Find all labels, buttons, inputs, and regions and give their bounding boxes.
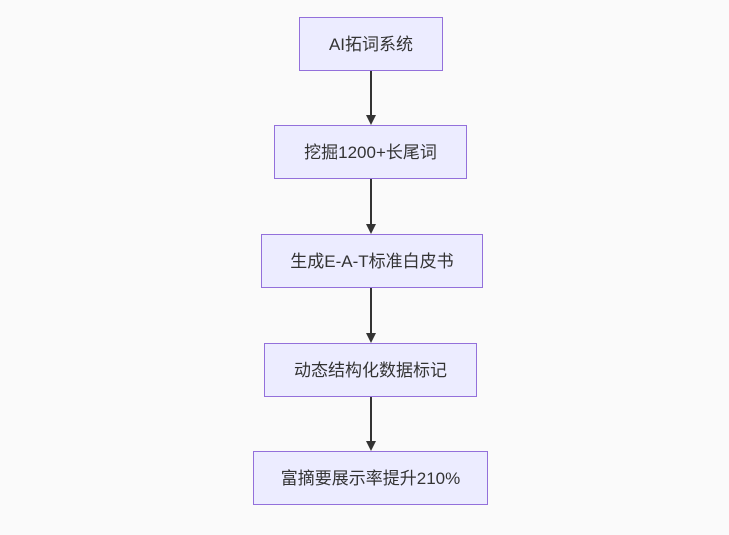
flow-node-label: AI拓词系统 (328, 34, 414, 54)
flow-edge-4 (365, 397, 377, 451)
arrowhead-down-icon (366, 333, 376, 343)
flow-node-label: 富摘要展示率提升210% (280, 468, 461, 488)
flow-node-generate-eat-whitepaper: 生成E-A-T标准白皮书 (261, 234, 483, 288)
flow-node-rich-snippet-rate-increase: 富摘要展示率提升210% (253, 451, 488, 505)
edge-line (370, 288, 372, 334)
flow-edge-1 (365, 71, 377, 125)
edge-line (370, 71, 372, 116)
flow-node-ai-word-expansion-system: AI拓词系统 (299, 17, 443, 71)
flow-edge-3 (365, 288, 377, 343)
flow-node-label: 挖掘1200+长尾词 (304, 142, 437, 162)
arrowhead-down-icon (366, 441, 376, 451)
arrowhead-down-icon (366, 224, 376, 234)
flow-node-label: 生成E-A-T标准白皮书 (290, 251, 454, 271)
edge-line (370, 397, 372, 442)
arrowhead-down-icon (366, 115, 376, 125)
edge-line (370, 179, 372, 225)
flow-edge-2 (365, 179, 377, 234)
flow-node-dynamic-structured-data-markup: 动态结构化数据标记 (264, 343, 477, 397)
flow-node-label: 动态结构化数据标记 (294, 360, 447, 380)
flow-node-mine-longtail-keywords: 挖掘1200+长尾词 (274, 125, 467, 179)
